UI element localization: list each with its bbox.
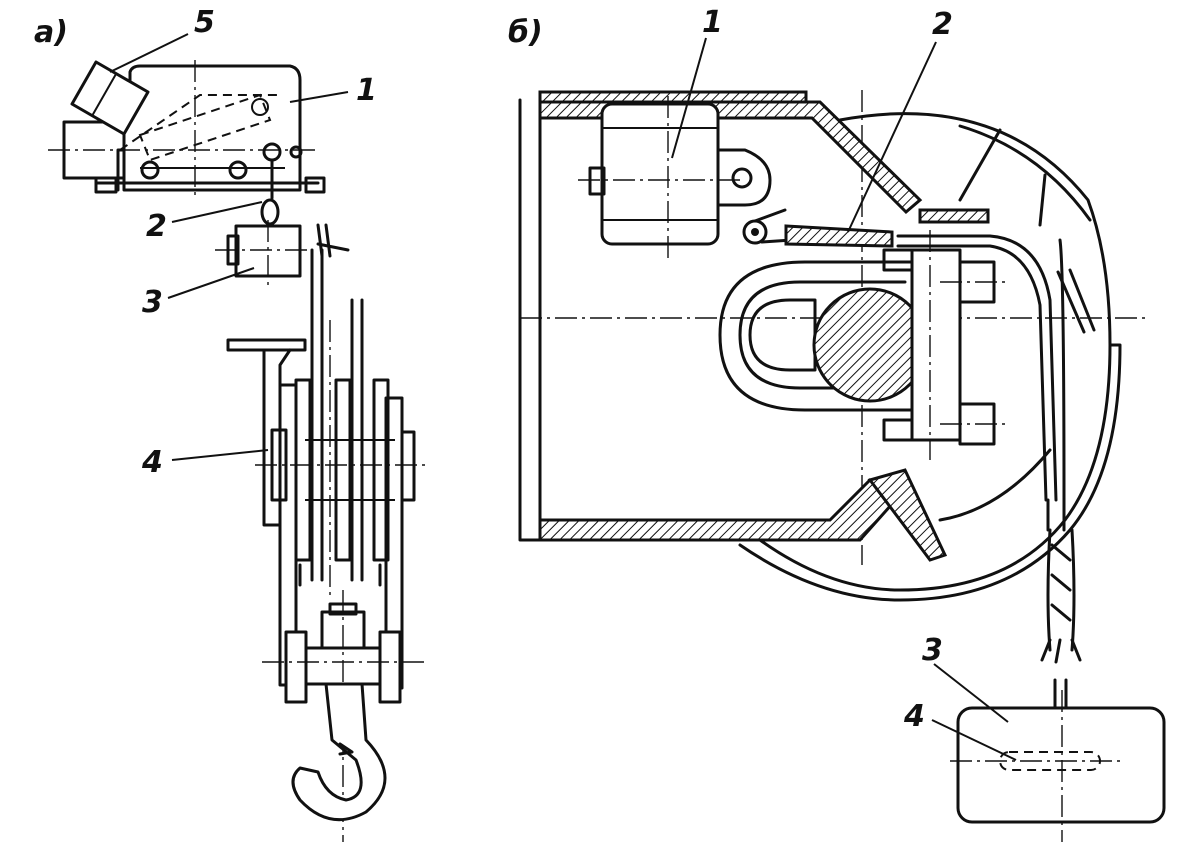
panel-a-callouts: 5 1 2 3 4: [109, 5, 377, 480]
frame-plate: [518, 90, 990, 562]
panel-a: а): [34, 5, 425, 842]
label-b-1: 1: [702, 5, 723, 40]
slotted-bracket: [718, 230, 1010, 460]
label-b-2: 2: [932, 7, 953, 42]
pulley-block: [226, 248, 425, 690]
limit-switch-housing: [48, 60, 326, 200]
hook-assembly: [262, 590, 424, 842]
panel-b: б): [508, 5, 1166, 842]
counterweight-plate: [950, 690, 1166, 842]
label-a-1: 1: [356, 73, 377, 108]
panel-a-title: а): [34, 15, 68, 50]
brake-magnet: [578, 96, 794, 260]
panel-b-title: б): [508, 15, 543, 50]
label-a-2: 2: [146, 209, 167, 244]
rope: [896, 234, 1082, 712]
label-b-3: 3: [922, 633, 943, 668]
label-a-5: 5: [194, 5, 215, 40]
label-b-4: 4: [903, 699, 925, 734]
label-a-3: 3: [142, 285, 163, 320]
lever-rod: [784, 224, 894, 248]
counterweight: [70, 60, 150, 136]
panel-b-callouts: 1 2 3 4: [671, 5, 1017, 761]
rod-and-weight: [215, 158, 350, 290]
label-a-4: 4: [141, 445, 163, 480]
